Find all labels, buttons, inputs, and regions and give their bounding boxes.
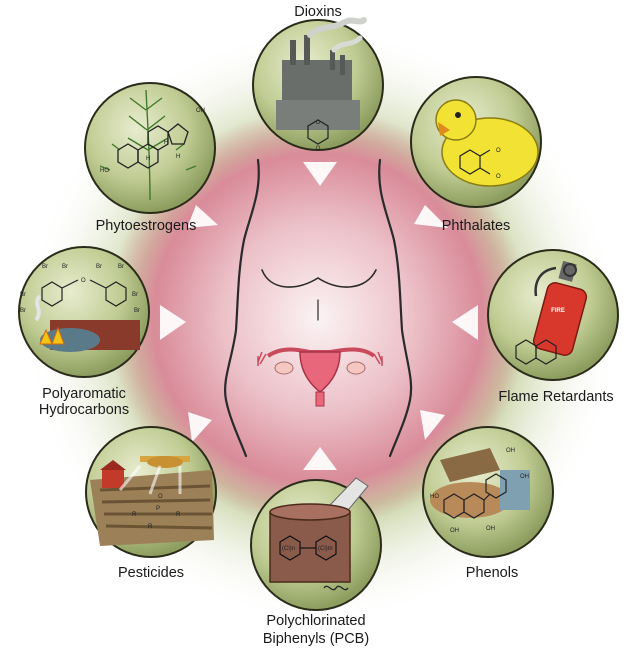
female-torso-outline — [224, 158, 413, 458]
arrow-from-pesticides — [188, 412, 212, 442]
pesticide-p: P — [156, 506, 160, 512]
phenol-oh-4: OH — [450, 528, 459, 534]
rubber-duck-icon — [435, 99, 539, 187]
dioxin-ring-structure — [307, 119, 329, 145]
pah-br-7: Br — [20, 308, 26, 314]
pah-br-6: Br — [132, 292, 138, 298]
arrow-from-pah — [160, 305, 186, 340]
phenol-oh-1: OH — [506, 448, 515, 454]
phthalate-or-1: O — [496, 148, 501, 154]
arrow-from-pcb — [303, 447, 337, 470]
phenols-node: OH OH HO OH OH Phenols — [422, 426, 554, 581]
crop-duster-plane-icon — [118, 456, 190, 495]
label-pah-line1: Polyaromatic — [42, 386, 126, 402]
inward-arrows — [160, 162, 478, 470]
label-dioxins: Dioxins — [294, 4, 342, 20]
phyto-h-3: H — [176, 154, 180, 160]
pah-br-4: Br — [118, 264, 124, 270]
arrow-from-phytoestrogens — [187, 205, 218, 228]
phyto-oh: OH — [196, 108, 205, 114]
arrow-from-dioxins — [303, 162, 337, 186]
label-flame-retardants: Flame Retardants — [498, 389, 613, 405]
phenol-oh-3: OH — [486, 526, 495, 532]
pah-br-8: Br — [134, 308, 140, 314]
pesticides-node: O P R R R Pesticides — [85, 426, 217, 581]
phytoestrogens-node: HO OH H H H Phytoestrogens — [84, 82, 216, 234]
label-phytoestrogens: Phytoestrogens — [96, 218, 197, 234]
label-pesticides: Pesticides — [118, 565, 184, 581]
pah-br-2: Br — [62, 264, 68, 270]
flame-retardants-node: FIRE Flame Retardants — [487, 249, 619, 405]
dioxins-node: O O Dioxins — [252, 4, 384, 152]
arrow-from-phthalates — [414, 205, 448, 228]
pesticide-r-3: R — [176, 512, 181, 518]
pesticide-r-2: R — [148, 524, 153, 530]
pah-oxygen: O — [81, 278, 86, 284]
dioxin-o-top: O — [316, 120, 321, 126]
phenol-oh-2: OH — [520, 474, 529, 480]
phthalate-or-2: O — [496, 174, 501, 180]
phthalate-structure — [459, 149, 491, 175]
naphthalene-structure — [515, 339, 557, 365]
fire-extinguisher-icon — [532, 260, 588, 356]
pcb-cln: (Cl)n — [282, 546, 295, 552]
phthalates-node: O O Phthalates — [410, 76, 542, 234]
pcb-clm: (Cl)m — [318, 546, 333, 552]
pah-br-1: Br — [42, 264, 48, 270]
label-phthalates: Phthalates — [442, 218, 511, 234]
biphenyl-structure — [279, 535, 337, 561]
label-pah-line2: Hydrocarbons — [39, 402, 129, 418]
pah-br-5: Br — [20, 292, 26, 298]
electrical-transformer-icon — [269, 477, 369, 591]
phyto-ho: HO — [100, 168, 109, 174]
pah-br-3: Br — [96, 264, 102, 270]
arrow-from-phenols — [420, 410, 445, 440]
arrow-from-flame-retardants — [452, 305, 478, 340]
phenol-ho: HO — [430, 494, 439, 500]
label-pcb-line1: Polychlorinated — [266, 613, 365, 629]
drink-cans-icon — [430, 448, 530, 518]
fire-label: FIRE — [551, 308, 565, 314]
pah-node: O Br Br Br Br Br Br Br Br Polyaromatic H… — [18, 246, 150, 418]
phyto-h-1: H — [146, 156, 150, 162]
uterus-illustration — [257, 347, 383, 407]
factory-icon — [276, 17, 367, 130]
pesticide-r-1: R — [132, 512, 137, 518]
label-pcb-line2: Biphenyls (PCB) — [263, 631, 369, 647]
pesticide-o-top: O — [158, 494, 163, 500]
steroid-structure — [117, 123, 189, 169]
pbde-structure — [41, 279, 127, 307]
pollution-scene-icon — [34, 294, 140, 352]
phyto-h-2: H — [164, 140, 168, 146]
pcb-node: (Cl)n (Cl)m Polychlorinated Biphenyls (P… — [250, 477, 382, 647]
dioxin-o-bottom: O — [316, 146, 321, 152]
label-phenols: Phenols — [466, 565, 518, 581]
flavonoid-structure — [443, 473, 507, 519]
